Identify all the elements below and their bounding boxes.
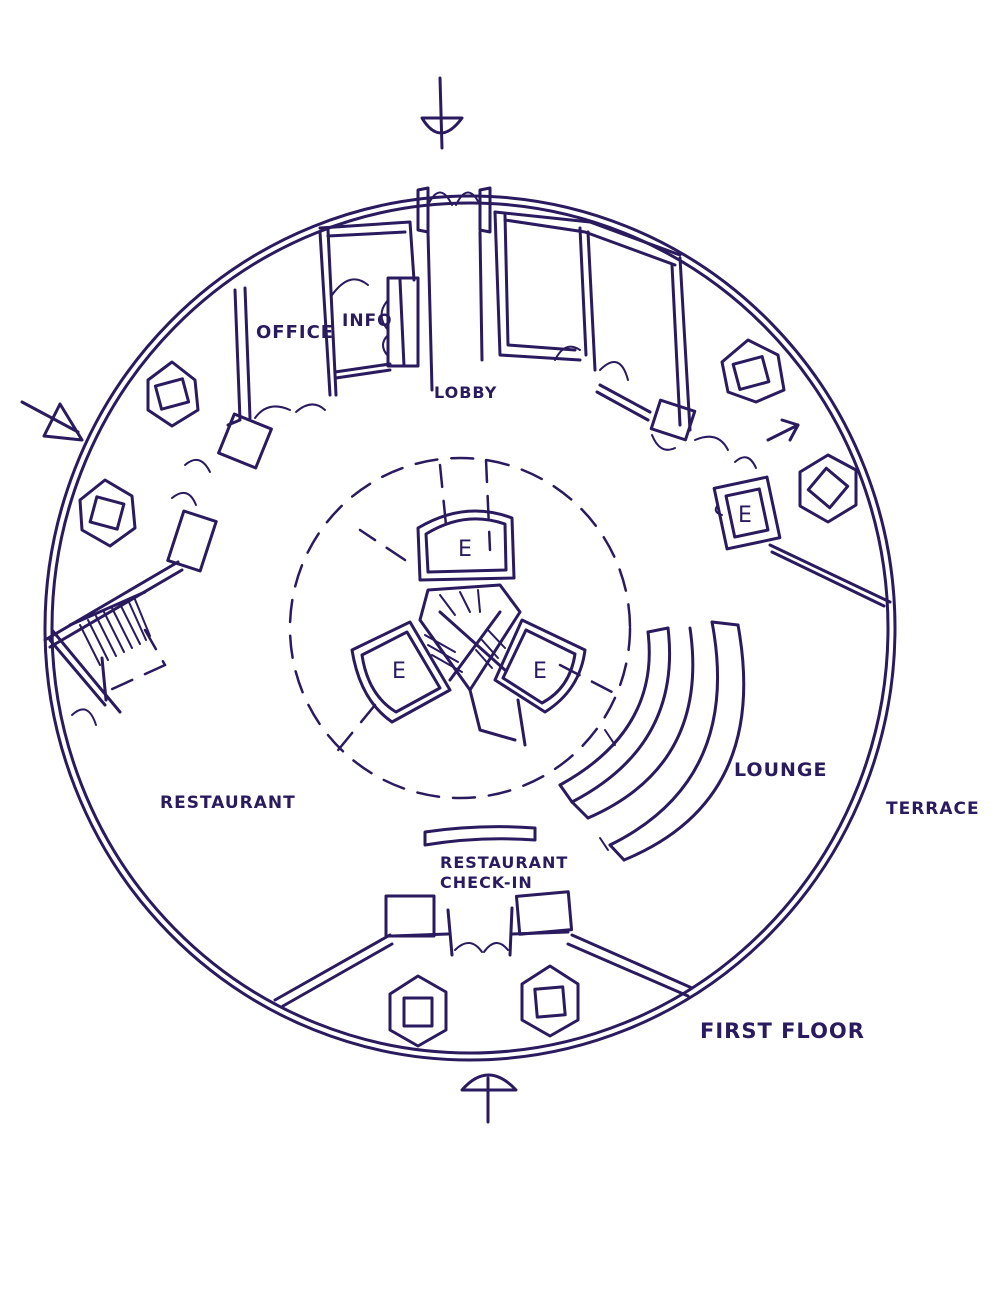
planter-se — [520, 964, 580, 1038]
planter-nw — [146, 360, 200, 428]
outer-wall — [43, 194, 897, 1062]
north-arrow — [420, 76, 464, 150]
core-dashed-rings — [288, 456, 632, 800]
elevator-label-east: E — [738, 503, 752, 528]
office-info-block — [226, 220, 420, 427]
planters — [78, 338, 858, 1048]
north-entrance — [416, 186, 492, 392]
label-restaurant: RESTAURANT — [160, 793, 296, 813]
west-stair — [48, 590, 167, 726]
core-stair — [418, 583, 527, 747]
elevator-label-north: E — [458, 537, 472, 562]
planter-sw — [388, 974, 448, 1048]
east-small-arrow — [766, 418, 800, 442]
south-entrance — [384, 890, 574, 957]
lounge-seating — [558, 620, 746, 862]
elevator-label-west: E — [392, 659, 406, 684]
label-info: INFO — [342, 311, 393, 331]
east-elevator: E — [712, 456, 782, 551]
radial-walls — [43, 543, 892, 1008]
planter-w — [78, 478, 137, 548]
label-checkin-line2: CHECK-IN — [440, 873, 533, 892]
core-elevators: E E E — [350, 509, 587, 724]
label-lobby: LOBBY — [434, 383, 497, 402]
elevator-label-east-core: E — [533, 659, 547, 684]
checkin-counter — [423, 825, 537, 847]
label-floor-title: FIRST FLOOR — [700, 1019, 865, 1043]
west-partitions — [166, 412, 273, 573]
planter-e — [798, 453, 858, 524]
label-terrace: TERRACE — [886, 799, 980, 819]
south-arrow — [460, 1073, 518, 1124]
planter-ne — [720, 338, 786, 404]
label-lounge: LOUNGE — [734, 759, 828, 781]
west-arrow — [20, 400, 84, 442]
label-office: OFFICE — [256, 322, 334, 343]
label-checkin-line1: RESTAURANT — [440, 853, 568, 872]
east-rooms-block — [493, 210, 729, 451]
